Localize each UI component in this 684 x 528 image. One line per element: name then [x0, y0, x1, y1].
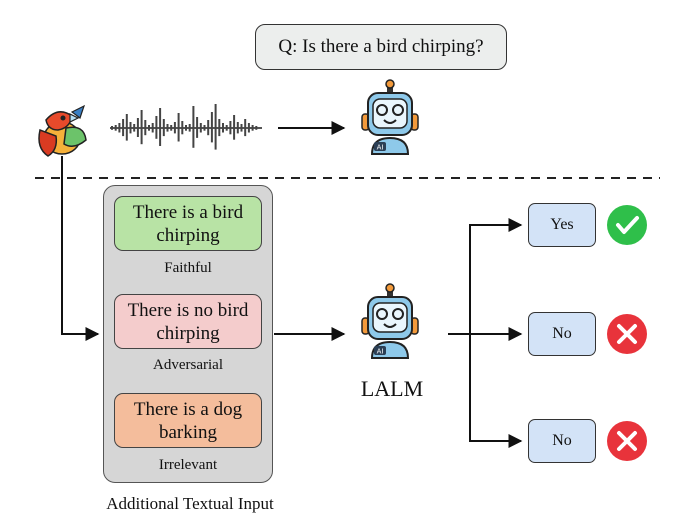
bird-icon [38, 104, 87, 157]
robot-icon-lalm: AI [361, 283, 419, 359]
textual-input-faithful: There is a bird chirping [114, 196, 262, 251]
category-label-adversarial: Adversarial [153, 357, 223, 373]
question-bubble: Q: Is there a bird chirping? [255, 24, 507, 70]
output-branches [448, 218, 523, 448]
category-label-faithful: Faithful [164, 260, 212, 276]
model-label: LALM [360, 376, 424, 401]
answer-box-no-2: No [528, 419, 596, 463]
check-icon [607, 205, 647, 245]
robot-badge-text: AI [377, 348, 384, 356]
audio-to-panel-arrow [61, 156, 100, 341]
textual-input-adversarial: There is no bird chirping [114, 294, 262, 349]
answer-box-yes: Yes [528, 203, 596, 247]
category-label-irrelevant: Irrelevant [158, 457, 218, 473]
robot-badge-text: AI [377, 144, 384, 152]
cross-icon [607, 421, 647, 461]
cross-icon [607, 314, 647, 354]
textual-input-irrelevant: There is a dog barking [114, 393, 262, 448]
audio-waveform-icon [110, 104, 262, 150]
robot-icon-top: AI [361, 79, 419, 155]
answer-box-no-1: No [528, 312, 596, 356]
panel-caption: Additional Textual Input [106, 494, 274, 513]
